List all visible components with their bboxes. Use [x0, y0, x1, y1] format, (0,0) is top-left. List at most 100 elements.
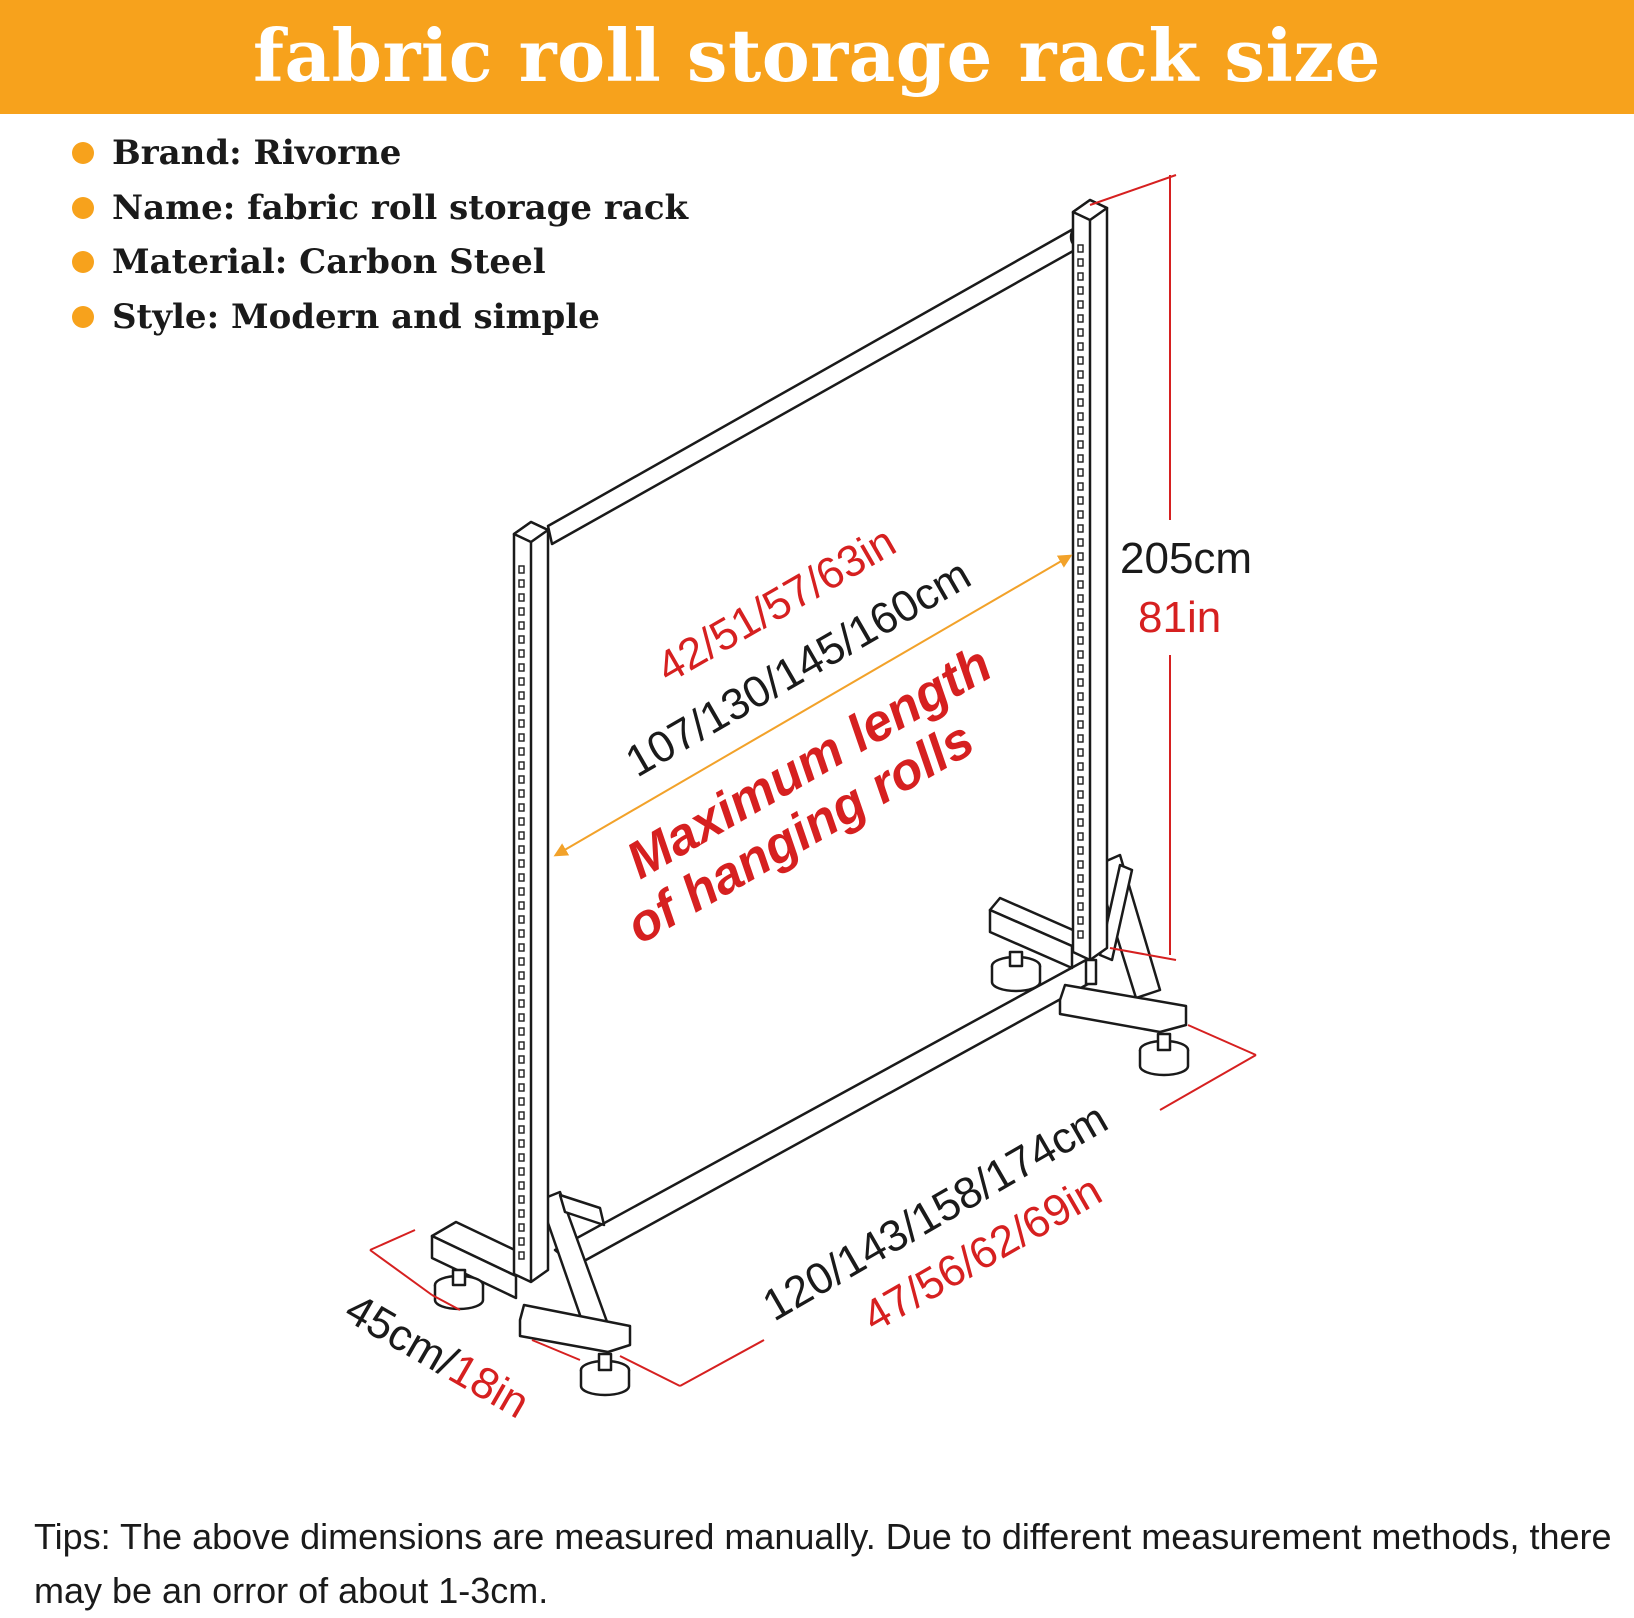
post-hole [1077, 342, 1084, 351]
depth-dimension-line [369, 1249, 433, 1296]
post-hole [1077, 650, 1084, 659]
post-hole [518, 607, 525, 616]
post-hole [518, 691, 525, 700]
post-hole [518, 985, 525, 994]
post-hole [518, 733, 525, 742]
post-hole [1077, 244, 1084, 253]
post-hole [518, 887, 525, 896]
post-hole [1077, 314, 1084, 323]
rack-diagram: 205cm 81in 42/51/57/63in 107/130/145/160… [337, 174, 1257, 1428]
post-hole [518, 593, 525, 602]
post-hole [518, 1251, 525, 1260]
post-hole [1077, 426, 1084, 435]
bullet-icon [72, 251, 94, 274]
bullet-icon [72, 142, 94, 165]
post-hole [1077, 636, 1084, 645]
post-hole [518, 1083, 525, 1092]
post-hole [1077, 552, 1084, 561]
post-hole [518, 845, 525, 854]
post-hole [1077, 412, 1084, 421]
post-hole [1077, 538, 1084, 547]
post-hole [1077, 804, 1084, 813]
post-hole [1077, 916, 1084, 925]
width-dimension-line-left [679, 1339, 765, 1387]
spec-label: Name: fabric roll storage rack [112, 187, 689, 228]
post-hole [1077, 286, 1084, 295]
post-hole [1077, 846, 1084, 855]
post-hole [518, 803, 525, 812]
post-hole [518, 1041, 525, 1050]
post-hole [518, 677, 525, 686]
post-hole [518, 929, 525, 938]
post-hole [518, 789, 525, 798]
post-holes [518, 244, 1084, 1260]
post-hole [1077, 398, 1084, 407]
post-hole [1077, 468, 1084, 477]
post-hole [518, 859, 525, 868]
spec-item-brand: Brand: Rivorne [72, 126, 688, 181]
post-hole [1077, 818, 1084, 827]
dimension-lines [369, 174, 1257, 1387]
post-hole [1077, 454, 1084, 463]
post-hole [1077, 874, 1084, 883]
post-hole [1077, 734, 1084, 743]
bullet-icon [72, 305, 94, 328]
post-hole [518, 1209, 525, 1218]
post-hole [518, 747, 525, 756]
post-hole [1077, 608, 1084, 617]
post-hole [518, 901, 525, 910]
spec-item-style: Style: Modern and simple [72, 290, 688, 345]
spec-list: Brand: Rivorne Name: fabric roll storage… [72, 126, 688, 344]
post-hole [1077, 622, 1084, 631]
post-hole [1077, 356, 1084, 365]
left-post [512, 520, 550, 1284]
post-hole [1077, 832, 1084, 841]
post-hole [1077, 930, 1084, 939]
post-hole [518, 1055, 525, 1064]
post-hole [1077, 902, 1084, 911]
spec-item-name: Name: fabric roll storage rack [72, 181, 688, 236]
post-hole [518, 1153, 525, 1162]
post-hole [518, 915, 525, 924]
height-cm-label: 205cm [1120, 534, 1252, 583]
inner-length-arrow [553, 554, 1073, 857]
height-in-label: 81in [1138, 593, 1221, 642]
post-hole [518, 1223, 525, 1232]
post-hole [518, 999, 525, 1008]
post-hole [518, 1097, 525, 1106]
depth-label: 45cm/18in [337, 1284, 537, 1428]
post-hole [518, 663, 525, 672]
post-hole [1077, 328, 1084, 337]
post-hole [518, 1167, 525, 1176]
bullet-icon [72, 196, 94, 219]
post-hole [518, 649, 525, 658]
post-hole [518, 635, 525, 644]
post-hole [1077, 272, 1084, 281]
post-hole [1077, 258, 1084, 267]
spec-label: Brand: Rivorne [112, 133, 402, 174]
post-hole [518, 565, 525, 574]
post-hole [518, 775, 525, 784]
spec-item-material: Material: Carbon Steel [72, 235, 688, 290]
width-dimension-line-right [1159, 1054, 1257, 1111]
post-hole [518, 817, 525, 826]
post-hole [1077, 720, 1084, 729]
post-hole [518, 719, 525, 728]
post-hole [1077, 692, 1084, 701]
post-hole [518, 943, 525, 952]
post-hole [1077, 790, 1084, 799]
post-hole [1077, 860, 1084, 869]
post-hole [518, 971, 525, 980]
post-hole [1077, 482, 1084, 491]
post-hole [518, 1195, 525, 1204]
post-hole [1077, 580, 1084, 589]
post-hole [518, 1139, 525, 1148]
post-hole [518, 1181, 525, 1190]
post-hole [1077, 524, 1084, 533]
post-hole [518, 705, 525, 714]
post-hole [518, 873, 525, 882]
tips-note: Tips: The above dimensions are measured … [34, 1516, 1612, 1611]
post-hole [1077, 888, 1084, 897]
post-hole [1077, 706, 1084, 715]
post-hole [1077, 440, 1084, 449]
